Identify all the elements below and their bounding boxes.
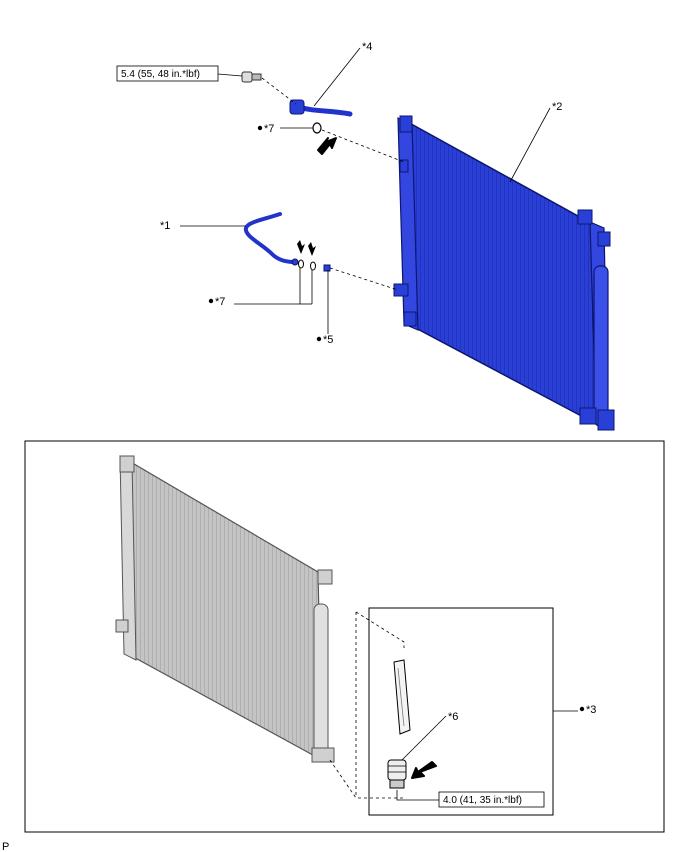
leader-c2 — [509, 107, 551, 183]
dashed-line-lower — [329, 267, 399, 291]
callout-c1: *1 — [160, 220, 170, 232]
direction-arrow-upper — [317, 137, 337, 155]
callout-c2: *2 — [552, 101, 562, 113]
torque-value-plug: 4.0 (41, 35 in.*lbf) — [443, 795, 522, 806]
detail-panel — [24, 440, 665, 833]
dashed-line-bolt — [261, 77, 297, 105]
callout-c7b: *7 — [215, 296, 225, 308]
bolt — [241, 71, 262, 83]
o-ring-lower-left — [298, 259, 304, 269]
new-part-marker-c7b — [208, 298, 214, 304]
condenser-assembly — [393, 115, 615, 431]
o-ring-upper — [312, 122, 322, 134]
torque-box-bolt — [116, 65, 219, 82]
direction-arrow-plug — [411, 761, 437, 779]
leader-plug-torque — [396, 790, 439, 801]
torque-box-plug — [438, 791, 545, 808]
leader-c4 — [313, 47, 361, 107]
callout-c5: *5 — [323, 334, 333, 346]
new-part-marker-c3 — [579, 706, 585, 712]
new-part-marker-c5 — [316, 336, 322, 342]
torque-value-bolt: 5.4 (55, 48 in.*lbf) — [121, 69, 200, 80]
leader-c6 — [401, 715, 447, 761]
condenser-gray — [115, 455, 335, 763]
o-ring-lower-right — [310, 261, 316, 271]
leader-bolt-torque — [217, 73, 243, 77]
callout-c7a: *7 — [264, 123, 274, 135]
cap-plug — [387, 759, 407, 789]
figure-code: P — [2, 841, 9, 852]
discharge-hose — [289, 99, 353, 117]
dashed-connector-top — [355, 611, 405, 648]
callout-c6: *6 — [448, 711, 458, 723]
callout-c4: *4 — [362, 41, 372, 53]
dashed-connector-bottom — [329, 759, 404, 799]
new-part-marker-c7a — [257, 125, 263, 131]
inset-box — [368, 607, 554, 816]
leader-c7b — [234, 268, 301, 305]
direction-arrow-lower-2 — [308, 242, 316, 256]
desiccant — [393, 659, 411, 735]
dashed-line-upper — [321, 129, 405, 163]
fitting — [323, 264, 331, 272]
direction-arrow-lower-1 — [297, 240, 305, 254]
callout-c3: *3 — [586, 704, 596, 716]
liquid-tube — [243, 212, 299, 266]
